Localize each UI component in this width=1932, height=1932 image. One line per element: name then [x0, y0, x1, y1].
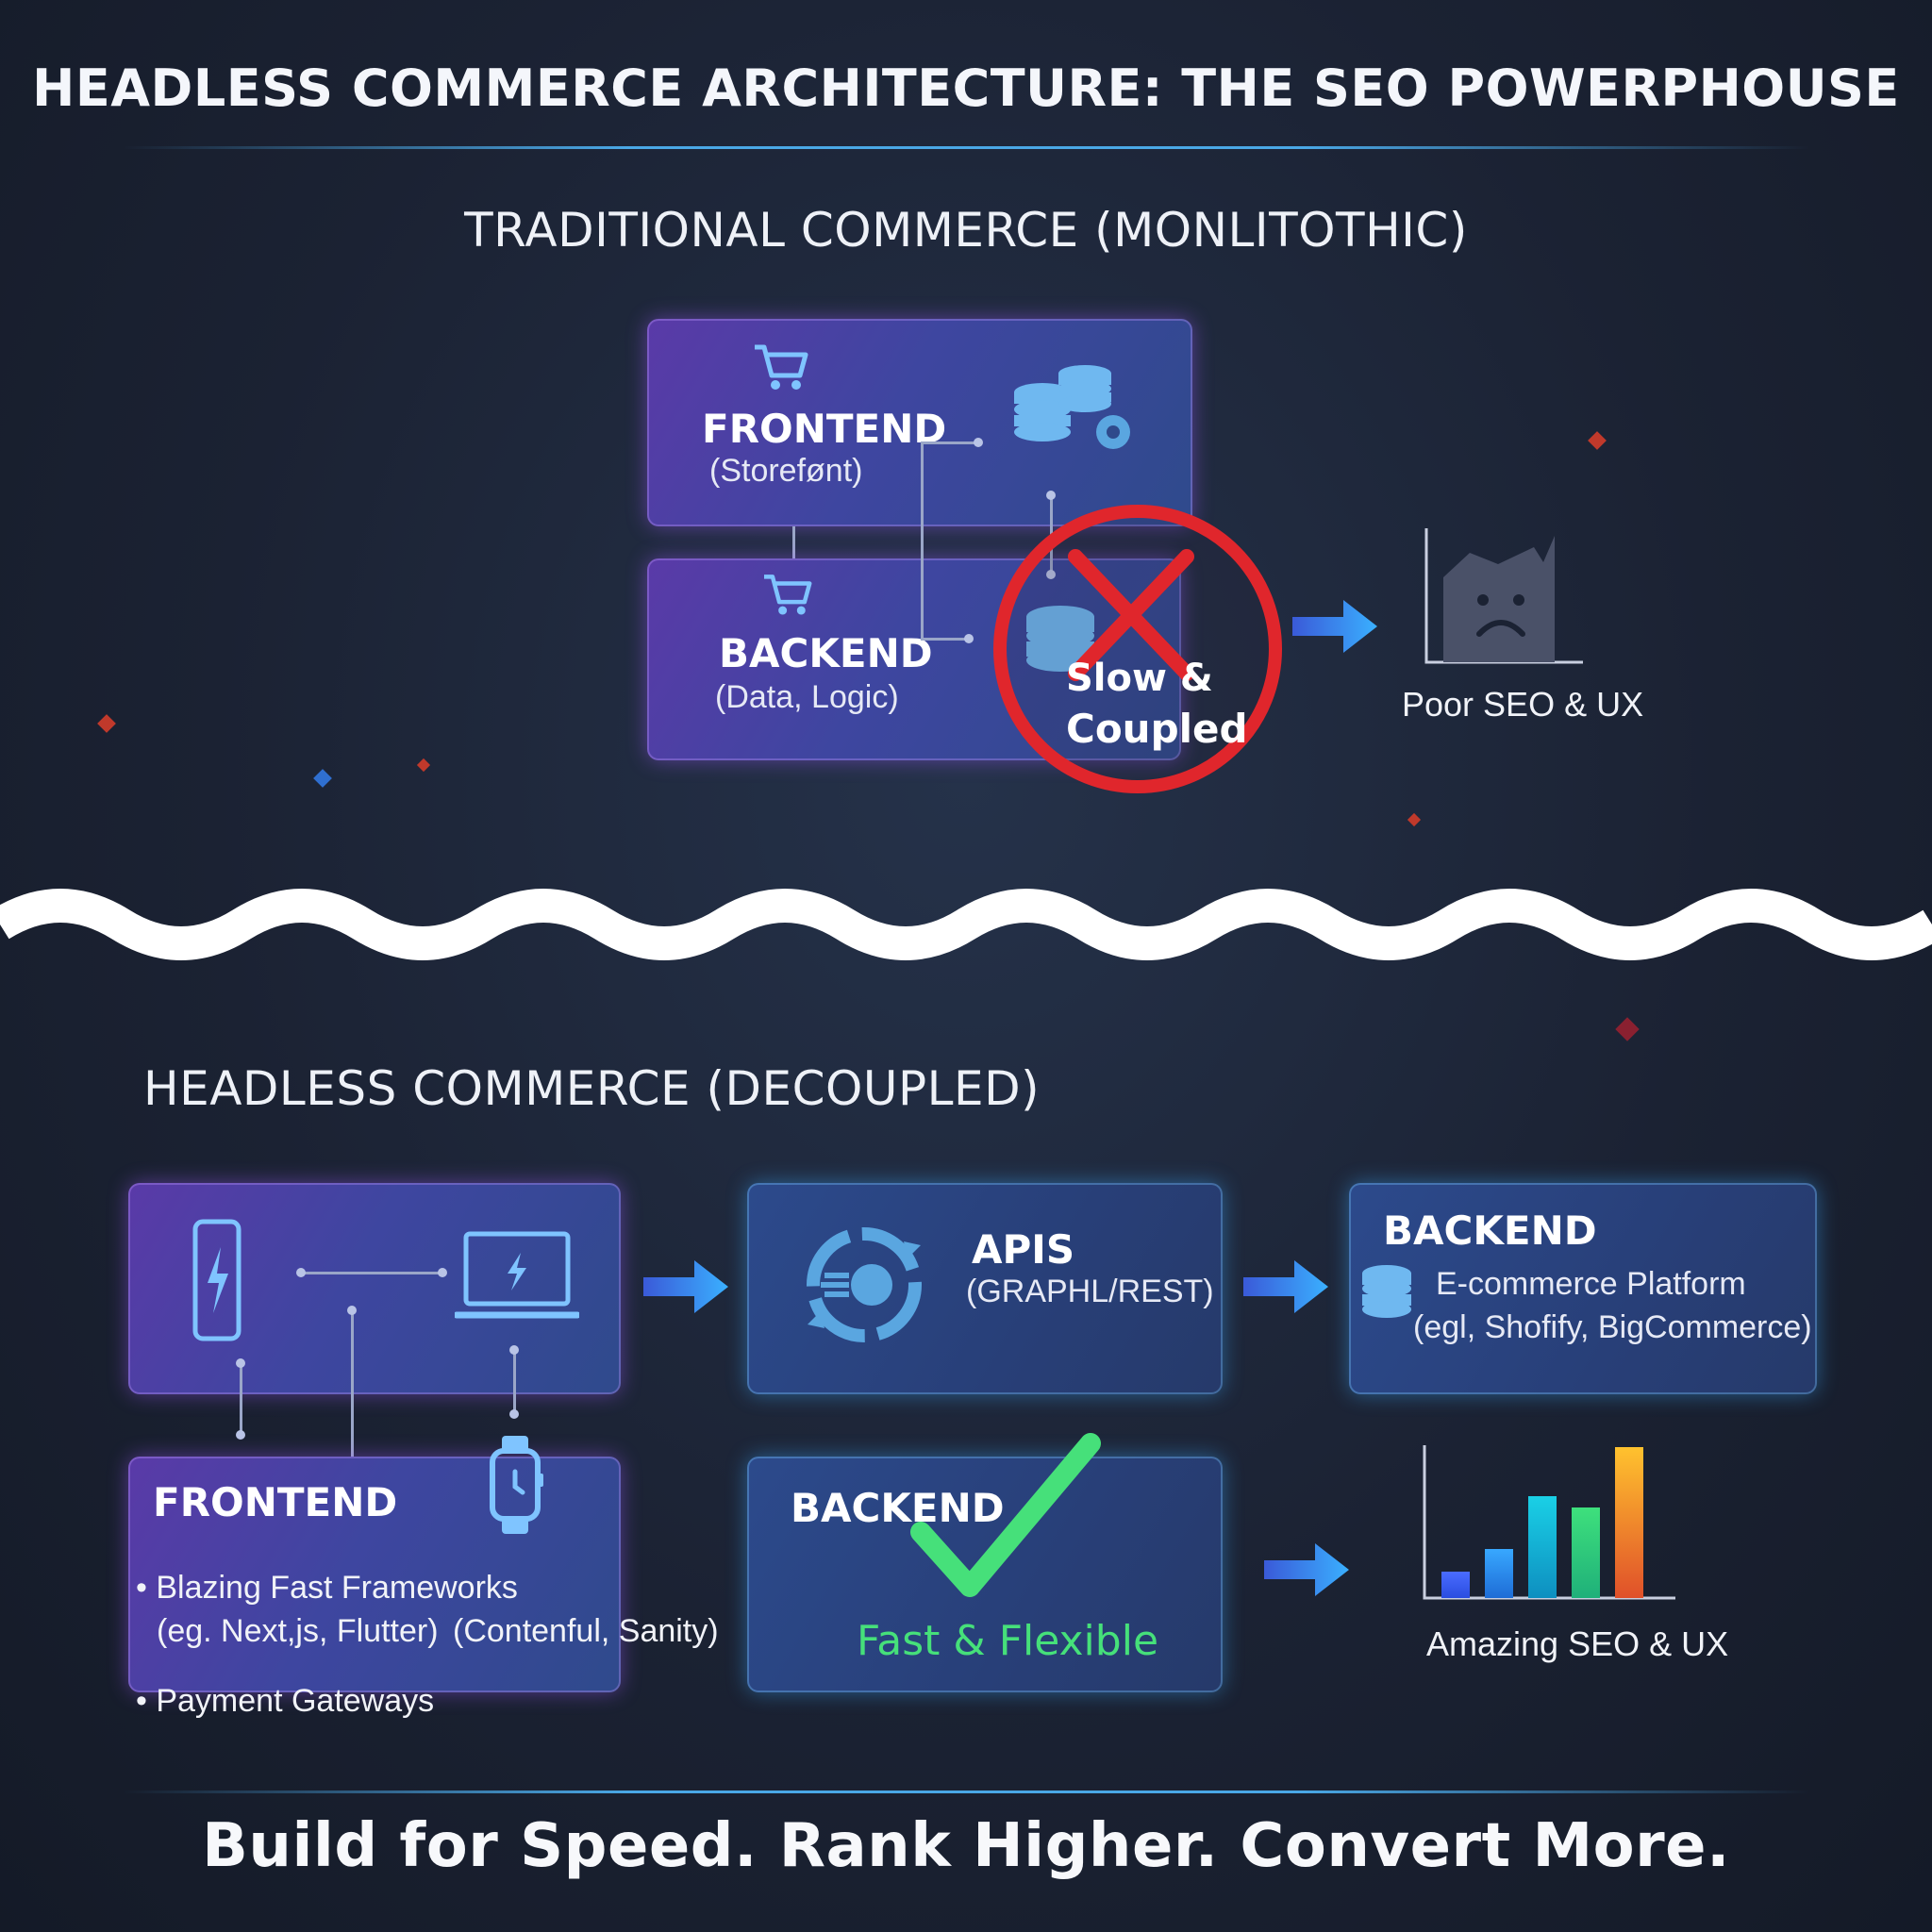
- page-title: HEADLESS COMMERCE ARCHITECTURE: THE SEO …: [32, 58, 1900, 118]
- laptop-icon: [455, 1231, 579, 1319]
- connector-line: [921, 638, 968, 641]
- decorative-diamond: [313, 769, 332, 788]
- connector-dot: [974, 438, 983, 447]
- smartwatch-icon: [490, 1436, 543, 1534]
- connector-dot: [1046, 570, 1056, 579]
- backend-platform-box: BACKEND E-commerce Platform (egl, Shofif…: [1349, 1183, 1817, 1394]
- apis-box: APIS (GRAPHL/REST): [747, 1183, 1223, 1394]
- shopping-cart-icon: [755, 344, 808, 390]
- connector-line: [513, 1349, 516, 1415]
- backend-platform-line2: (egl, Shofify, BigCommerce): [1413, 1309, 1812, 1345]
- backend-status-box: BACKEND Fast & Flexible: [747, 1433, 1223, 1692]
- growth-chart-icon: [1423, 1445, 1675, 1600]
- database-icon: [1026, 606, 1094, 672]
- connector-dot: [1046, 491, 1056, 500]
- connector-dot: [509, 1409, 519, 1419]
- wave-divider: [0, 889, 1932, 960]
- frontend-bullet-2: • Payment Gateways: [136, 1683, 435, 1719]
- decorative-diamond: [97, 714, 116, 733]
- problem-label-line2: Coupled: [1066, 706, 1248, 752]
- frontend-bullet-1-detail: (eg. Next,js, Flutter): [157, 1613, 439, 1649]
- traditional-section-title: TRADITIONAL COMMERCE (MONLITOTHIC): [464, 203, 1468, 258]
- traditional-frontend-subtitle: (Storefønt): [709, 453, 863, 489]
- sad-chart-icon: [1424, 528, 1583, 664]
- problem-label-line1: Slow &: [1066, 657, 1213, 700]
- title-divider: [123, 146, 1809, 149]
- connector-line: [240, 1364, 242, 1434]
- headless-devices-box: [128, 1183, 621, 1394]
- headless-frontend-title: FRONTEND: [153, 1479, 398, 1525]
- traditional-frontend-box: FRONTEND (Storefønt): [647, 319, 1192, 526]
- poor-result-label: Poor SEO & UX: [1402, 685, 1644, 724]
- headless-section-title: HEADLESS COMMERCE (DECOUPLED): [143, 1061, 1041, 1116]
- connector-line: [300, 1272, 443, 1274]
- shopping-cart-icon: [764, 575, 812, 615]
- apis-title: APIS: [972, 1226, 1075, 1273]
- decorative-diamond: [1407, 812, 1422, 827]
- arrow-right-icon: [1243, 1260, 1328, 1313]
- backend-platform-title: BACKEND: [1383, 1208, 1597, 1254]
- smartphone-icon: [192, 1219, 242, 1341]
- arrow-right-icon: [1292, 600, 1377, 653]
- cms-note: (Contenful, Sanity): [453, 1613, 719, 1649]
- arrow-right-icon: [1264, 1543, 1349, 1596]
- traditional-backend-subtitle: (Data, Logic): [715, 679, 899, 715]
- backend-status-label: Fast & Flexible: [857, 1617, 1159, 1665]
- traditional-frontend-title: FRONTEND: [702, 406, 947, 452]
- connector-dot: [438, 1268, 447, 1277]
- arrow-right-icon: [643, 1260, 728, 1313]
- tagline: Build for Speed. Rank Higher. Convert Mo…: [202, 1811, 1730, 1881]
- traditional-backend-title: BACKEND: [719, 630, 933, 676]
- connector-line: [921, 441, 977, 444]
- connector-dot: [296, 1268, 306, 1277]
- apis-subtitle: (GRAPHL/REST): [966, 1274, 1214, 1309]
- amazing-result-label: Amazing SEO & UX: [1426, 1624, 1729, 1663]
- database-gear-icon: [1014, 365, 1130, 449]
- error-cross-icon: [993, 505, 1282, 793]
- connector-dot: [236, 1430, 245, 1440]
- decorative-diamond: [1615, 1017, 1640, 1041]
- frontend-bullet-1: • Blazing Fast Frameworks: [136, 1570, 518, 1606]
- connector-dot: [509, 1345, 519, 1355]
- connector-line: [921, 441, 924, 640]
- decorative-diamond: [1588, 431, 1607, 450]
- connector-line: [792, 526, 795, 558]
- footer-divider: [123, 1790, 1809, 1793]
- checkmark-icon: [910, 1433, 1101, 1597]
- database-icon: [1362, 1265, 1411, 1318]
- api-sync-icon: [807, 1227, 922, 1342]
- backend-platform-line1: E-commerce Platform: [1436, 1266, 1746, 1302]
- headless-frontend-box: FRONTEND: [128, 1436, 621, 1692]
- connector-dot: [964, 634, 974, 643]
- decorative-diamond: [416, 758, 431, 773]
- connector-line: [351, 1309, 354, 1507]
- backend-status-title: BACKEND: [791, 1485, 1005, 1531]
- connector-dot: [236, 1358, 245, 1368]
- connector-dot: [347, 1306, 357, 1315]
